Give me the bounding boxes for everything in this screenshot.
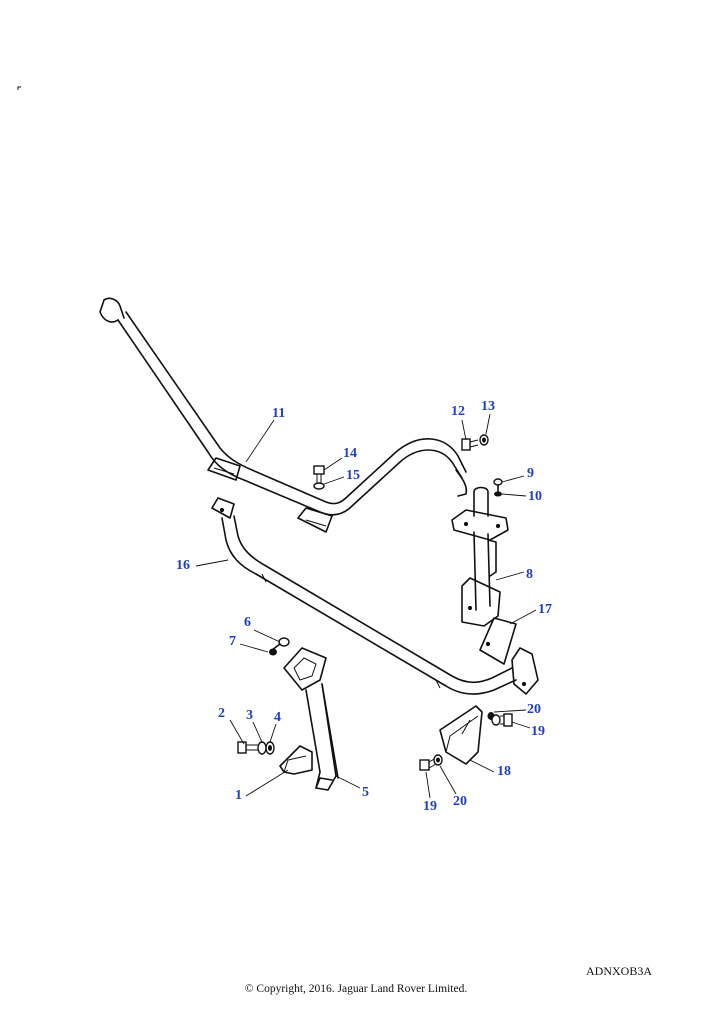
screw-washer-parts-9-10: [493, 478, 503, 497]
screw-washer-parts-6-7: [269, 637, 290, 656]
bolt-washer-parts-19-20-right: [487, 712, 513, 727]
callout-3[interactable]: 3: [246, 708, 253, 723]
callout-18[interactable]: 18: [497, 764, 511, 779]
callout-6[interactable]: 6: [244, 615, 251, 630]
lower-tube-part-16: [211, 497, 539, 695]
callout-19-left[interactable]: 19: [423, 799, 437, 814]
copyright-notice: © Copyright, 2016. Jaguar Land Rover Lim…: [244, 983, 468, 995]
upright-bracket-part-8: [451, 486, 509, 627]
callout-20-right[interactable]: 20: [527, 702, 541, 717]
angle-bracket-part-18: [439, 705, 483, 765]
corner-mark: [17, 86, 21, 90]
callout-1[interactable]: 1: [235, 788, 242, 803]
callout-7[interactable]: 7: [229, 634, 236, 649]
callout-5[interactable]: 5: [362, 785, 369, 800]
callout-19-right[interactable]: 19: [531, 724, 545, 739]
callout-17[interactable]: 17: [538, 602, 552, 617]
callout-11[interactable]: 11: [272, 406, 286, 421]
bolt-washer-parts-14-15: [313, 465, 325, 490]
callout-16[interactable]: 16: [176, 558, 190, 573]
callout-12[interactable]: 12: [451, 404, 465, 419]
callout-10[interactable]: 10: [528, 489, 542, 504]
callout-4[interactable]: 4: [274, 710, 281, 725]
leader-lines: [195, 413, 537, 799]
callout-9[interactable]: 9: [527, 466, 534, 481]
callout-15[interactable]: 15: [346, 468, 360, 483]
bolt-washer-nut-parts-2-3-4: [237, 741, 275, 755]
callout-2[interactable]: 2: [218, 706, 225, 721]
bolt-washer-parts-19-20-left: [419, 754, 443, 771]
upper-tube-part-11: [99, 297, 468, 533]
diagram-reference-code: ADNXOB3A: [586, 964, 652, 978]
callout-20-left[interactable]: 20: [453, 794, 467, 809]
plate-part-17: [479, 617, 517, 665]
callout-14[interactable]: 14: [343, 446, 357, 461]
strut-part-5: [283, 647, 339, 791]
callout-8[interactable]: 8: [526, 567, 533, 582]
clamp-part-1: [279, 745, 313, 775]
callout-13[interactable]: 13: [481, 399, 495, 414]
